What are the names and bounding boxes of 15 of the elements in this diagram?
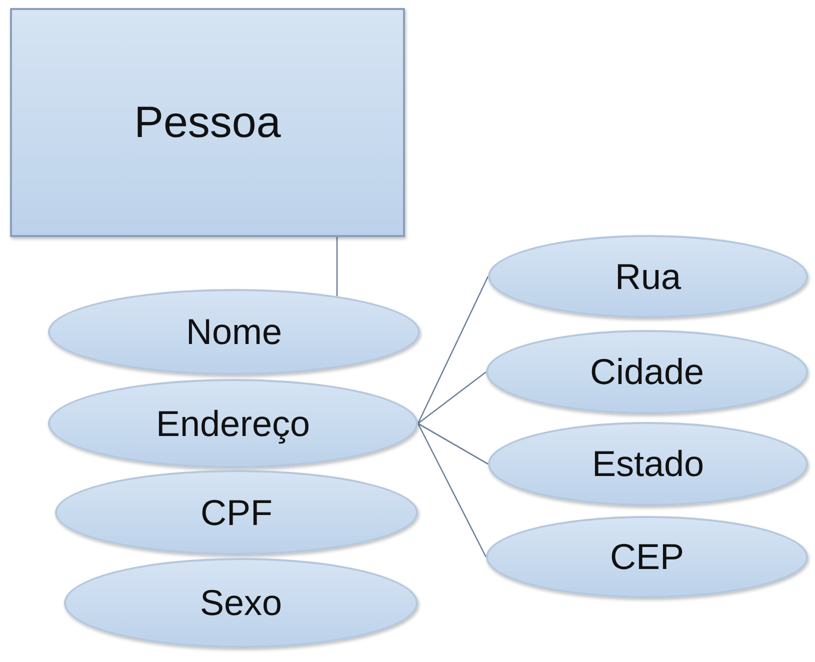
entity-box: [10, 8, 405, 237]
entity-name: Pessoa: [134, 98, 281, 148]
attribute-name: Nome: [186, 311, 282, 353]
attribute-name: Rua: [614, 256, 682, 298]
attribute-name: Cidade: [590, 351, 704, 393]
connector-line: [418, 422, 488, 465]
attribute-name: Estado: [592, 443, 704, 485]
attribute-name: CPF: [200, 492, 272, 534]
attribute-name: CEP: [610, 536, 684, 578]
attribute-name: Endereço: [156, 402, 310, 444]
attribute-name: Sexo: [200, 582, 282, 624]
connector-line: [417, 276, 489, 424]
connector-line: [417, 423, 487, 558]
connector-line: [418, 371, 486, 424]
connector-line: [336, 237, 338, 296]
